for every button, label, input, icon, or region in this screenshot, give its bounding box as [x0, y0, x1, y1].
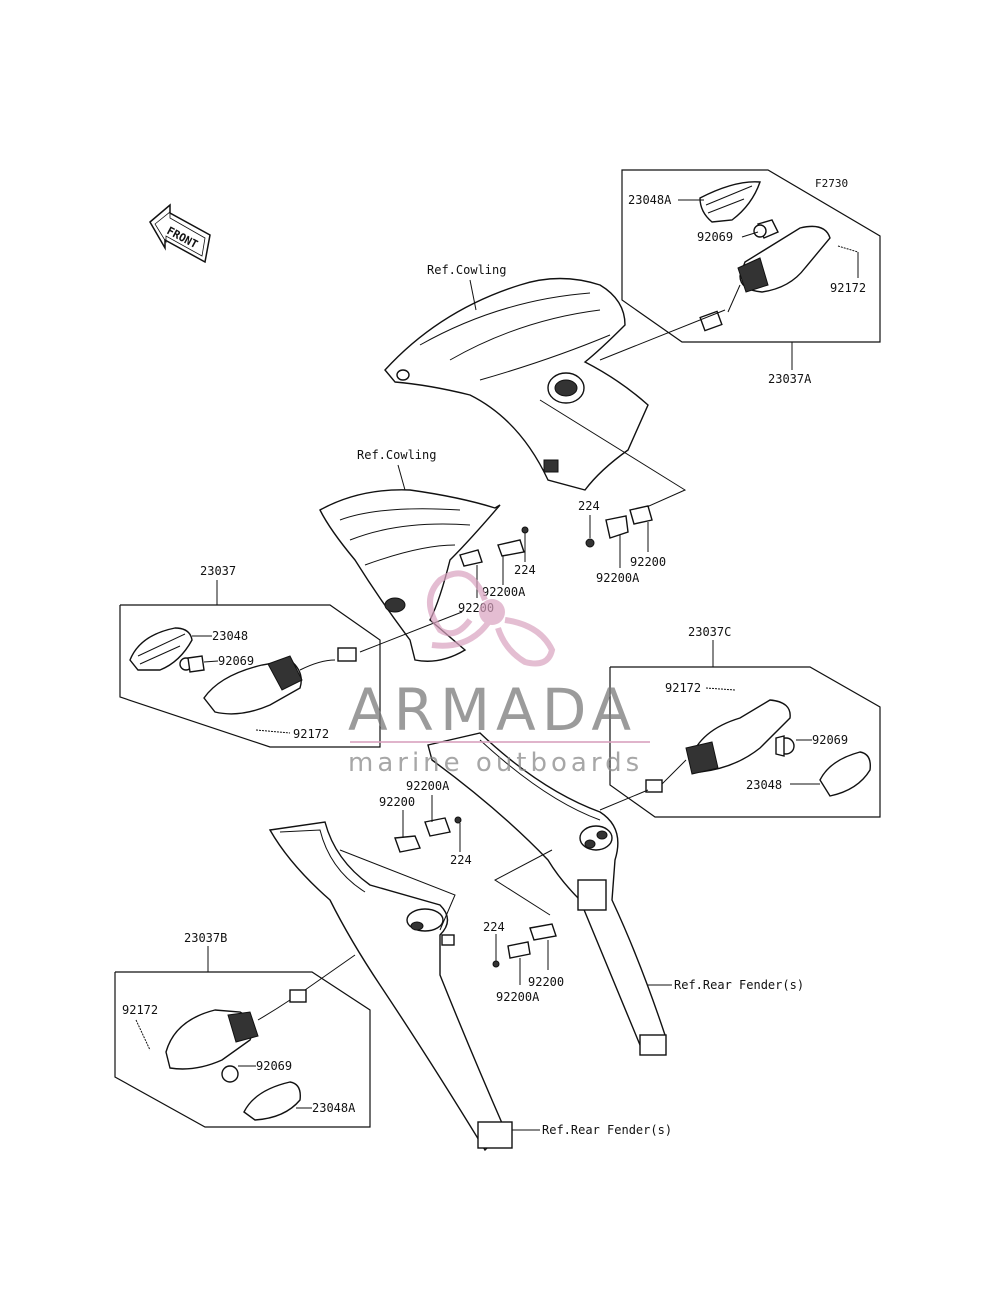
label-plate-rear-upper: 92200 — [379, 795, 415, 809]
label-nut-upper: 224 — [578, 499, 600, 513]
label-plate-upper: 92200 — [630, 555, 666, 569]
group-front-right: 23048A 92069 92172 23037A — [621, 169, 881, 386]
watermark-logo: ARMADA marine outboards — [348, 570, 650, 778]
rear-fender-left: Ref.Rear Fender(s) — [268, 821, 672, 1152]
watermark-subtitle: marine outboards — [348, 748, 643, 778]
ref-rear-fender-right: Ref.Rear Fender(s) — [674, 978, 804, 992]
label-lens: 23048 — [212, 629, 248, 643]
label-bulb: 92069 — [697, 230, 733, 244]
fastener-group-upper: 224 92200 92200A — [578, 499, 666, 585]
label-assembly: 23037B — [184, 931, 227, 945]
label-plate-rear-lower: 92200 — [528, 975, 564, 989]
label-screw: 92172 — [665, 681, 701, 695]
label-lens: 23048A — [628, 193, 672, 207]
label-bracket-rear-lower: 92200A — [496, 990, 540, 1004]
ref-rear-fender-left: Ref.Rear Fender(s) — [542, 1123, 672, 1137]
cowling-upper: Ref.Cowling — [384, 263, 726, 511]
label-nut-middle: 224 — [514, 563, 536, 577]
cowling-lower: Ref.Cowling — [319, 448, 501, 662]
label-bulb: 92069 — [812, 733, 848, 747]
label-assembly: 23037C — [688, 625, 731, 639]
rear-fender-right: Ref.Rear Fender(s) — [427, 732, 804, 1056]
group-rear-left: 23037B 92172 92069 23048A — [114, 931, 371, 1128]
label-bracket-upper: 92200A — [596, 571, 640, 585]
label-nut-rear-upper: 224 — [450, 853, 472, 867]
label-screw: 92172 — [122, 1003, 158, 1017]
diagram-code: F2730 — [815, 177, 848, 190]
label-lens: 23048 — [746, 778, 782, 792]
label-bracket-middle: 92200A — [482, 585, 526, 599]
ref-cowling-lower: Ref.Cowling — [357, 448, 436, 462]
front-arrow-icon: FRONT — [149, 203, 211, 264]
propeller-icon — [427, 570, 556, 667]
label-assembly: 23037 — [200, 564, 236, 578]
label-nut-rear-lower: 224 — [483, 920, 505, 934]
fastener-group-rear-lower: 224 92200 92200A — [483, 920, 564, 1004]
group-front-left: 23037 23048 92069 92172 — [119, 564, 463, 748]
label-screw: 92172 — [293, 727, 329, 741]
label-screw: 92172 — [830, 281, 866, 295]
label-bracket-rear-upper: 92200A — [406, 779, 450, 793]
label-assembly: 23037A — [768, 372, 812, 386]
label-bulb: 92069 — [256, 1059, 292, 1073]
group-rear-right: 23037C 92172 92069 23048 — [599, 625, 881, 818]
ref-cowling-upper: Ref.Cowling — [427, 263, 506, 277]
label-lens: 23048A — [312, 1101, 356, 1115]
fastener-group-rear-upper: 92200 92200A 224 — [379, 779, 472, 867]
label-bulb: 92069 — [218, 654, 254, 668]
watermark-title: ARMADA — [348, 676, 637, 744]
